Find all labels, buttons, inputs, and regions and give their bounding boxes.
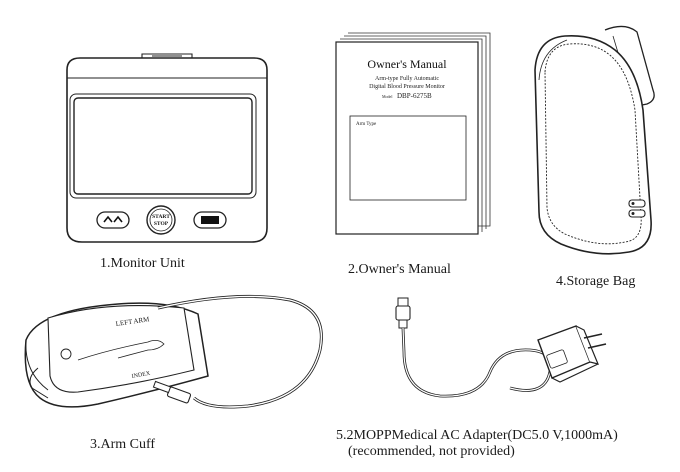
cuff-connector-plug — [152, 380, 192, 404]
manual-caption: 2.Owner's Manual — [348, 262, 451, 277]
arm-cuff-illustration: LEFT ARM INDEX — [24, 294, 323, 409]
adapter-brick — [537, 325, 607, 383]
adapter-caption-line1: 5.2MOPPMedical AC Adapter(DC5.0 V,1000mA… — [336, 428, 618, 443]
monitor-unit-illustration: START STOP — [66, 53, 268, 243]
zipper-pull-icon — [628, 199, 646, 218]
manual-model: DBP-6275B — [397, 92, 432, 100]
adapter-caption-line2: (recommended, not provided) — [348, 444, 515, 459]
monitor-screen — [73, 97, 253, 195]
cuff-index-label: INDEX — [131, 371, 151, 380]
storage-bag-caption: 4.Storage Bag — [556, 274, 636, 289]
usb-plug-icon — [395, 297, 411, 329]
memory-button[interactable] — [193, 211, 227, 229]
manual-arm-type-label: Arm Type — [356, 122, 377, 127]
user-button[interactable] — [96, 211, 130, 229]
arm-cuff-caption: 3.Arm Cuff — [90, 437, 156, 452]
storage-bag-illustration — [534, 25, 655, 255]
ac-adapter-illustration — [395, 297, 607, 398]
manual-model-label: Model — [382, 94, 393, 99]
manual-subtitle-line1: Arm-type Fully Automatic — [375, 76, 439, 82]
owners-manual-illustration: Owner's Manual Arm-type Fully Automatic … — [335, 32, 491, 235]
manual-title: Owner's Manual — [367, 57, 447, 71]
monitor-caption: 1.Monitor Unit — [100, 256, 185, 271]
manual-arm-type-box — [349, 115, 467, 201]
manual-subtitle-line2: Digital Blood Pressure Monitor — [369, 84, 445, 90]
start-stop-button[interactable]: START STOP — [146, 205, 176, 235]
stop-label: STOP — [154, 221, 169, 227]
start-label: START — [152, 214, 170, 220]
